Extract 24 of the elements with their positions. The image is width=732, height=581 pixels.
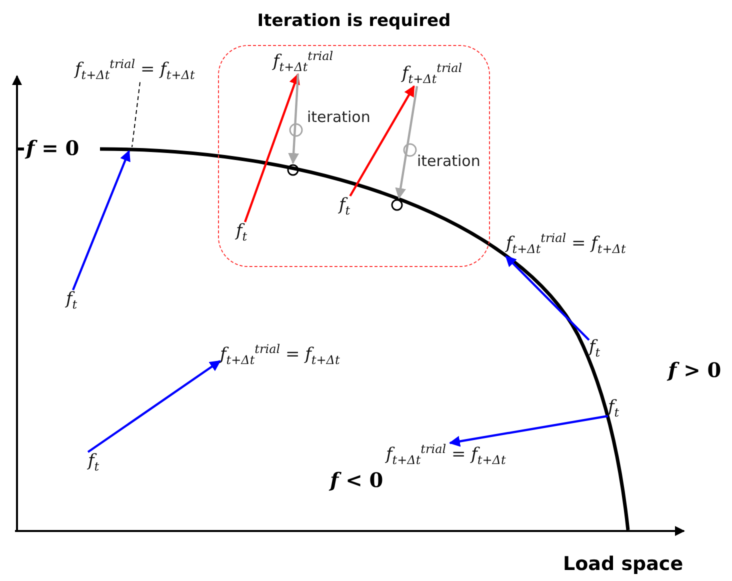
math-label: f$_{t}$ — [88, 452, 100, 474]
math-label: f$_{t}$ — [339, 196, 350, 218]
region-heading: Iteration is required — [256, 11, 452, 31]
math-label: f$_{t}$ — [589, 338, 600, 360]
arrow — [448, 414, 608, 447]
arrow — [72, 150, 130, 290]
math-label: f$_{t}$ — [236, 222, 248, 244]
region-label: f > 0 — [668, 358, 722, 382]
region-label: f = 0 — [26, 136, 80, 160]
math-label: f$_{t+Δt}$$^{trial}$ = f$_{t+Δt}$ — [220, 343, 340, 368]
math-label: f$_{t}$ — [608, 398, 620, 420]
arrow — [505, 255, 590, 341]
arrow — [87, 360, 221, 453]
arrow — [288, 74, 300, 164]
arrow — [395, 86, 418, 200]
math-label: f$_{t+Δt}$$^{trial}$ = f$_{t+Δt}$ — [386, 443, 506, 468]
math-label: f$_{t+Δt}$$^{trial}$ = f$_{t+Δt}$ — [506, 232, 626, 256]
axis-title: Load space — [563, 553, 684, 575]
arrow — [244, 73, 300, 222]
math-label: f$_{t}$ — [66, 290, 78, 312]
math-label: f$_{t+Δt}$$^{trial}$ = f$_{t+Δt}$ — [75, 58, 195, 82]
arrow — [349, 85, 415, 197]
leader-line — [132, 82, 140, 148]
region-label: f < 0 — [330, 468, 384, 492]
